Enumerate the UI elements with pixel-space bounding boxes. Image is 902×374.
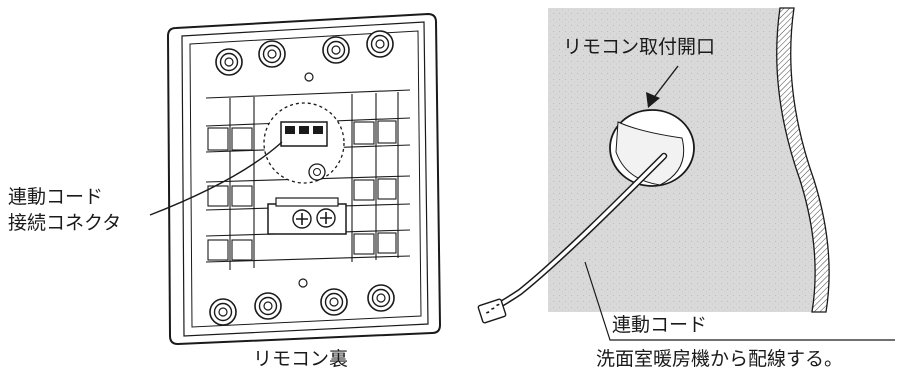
- remote-back-illustration: [149, 12, 442, 346]
- connector-label-line2: 接続コネクタ: [8, 212, 122, 234]
- interlock-cord-connector: [263, 102, 345, 184]
- wiring-note: 洗面室暖房機から配線する。: [596, 348, 844, 370]
- wall-opening-illustration: [477, 7, 895, 341]
- interlock-cord-label: 連動コード: [612, 314, 708, 336]
- interlock-cord: [477, 152, 668, 324]
- terminal-bracket: [267, 197, 347, 235]
- remote-back-label: リモコン裏: [253, 348, 349, 370]
- connector-label-line1: 連動コード: [8, 186, 104, 208]
- mount-opening-label: リモコン取付開口: [563, 36, 716, 58]
- mount-opening: [609, 109, 695, 187]
